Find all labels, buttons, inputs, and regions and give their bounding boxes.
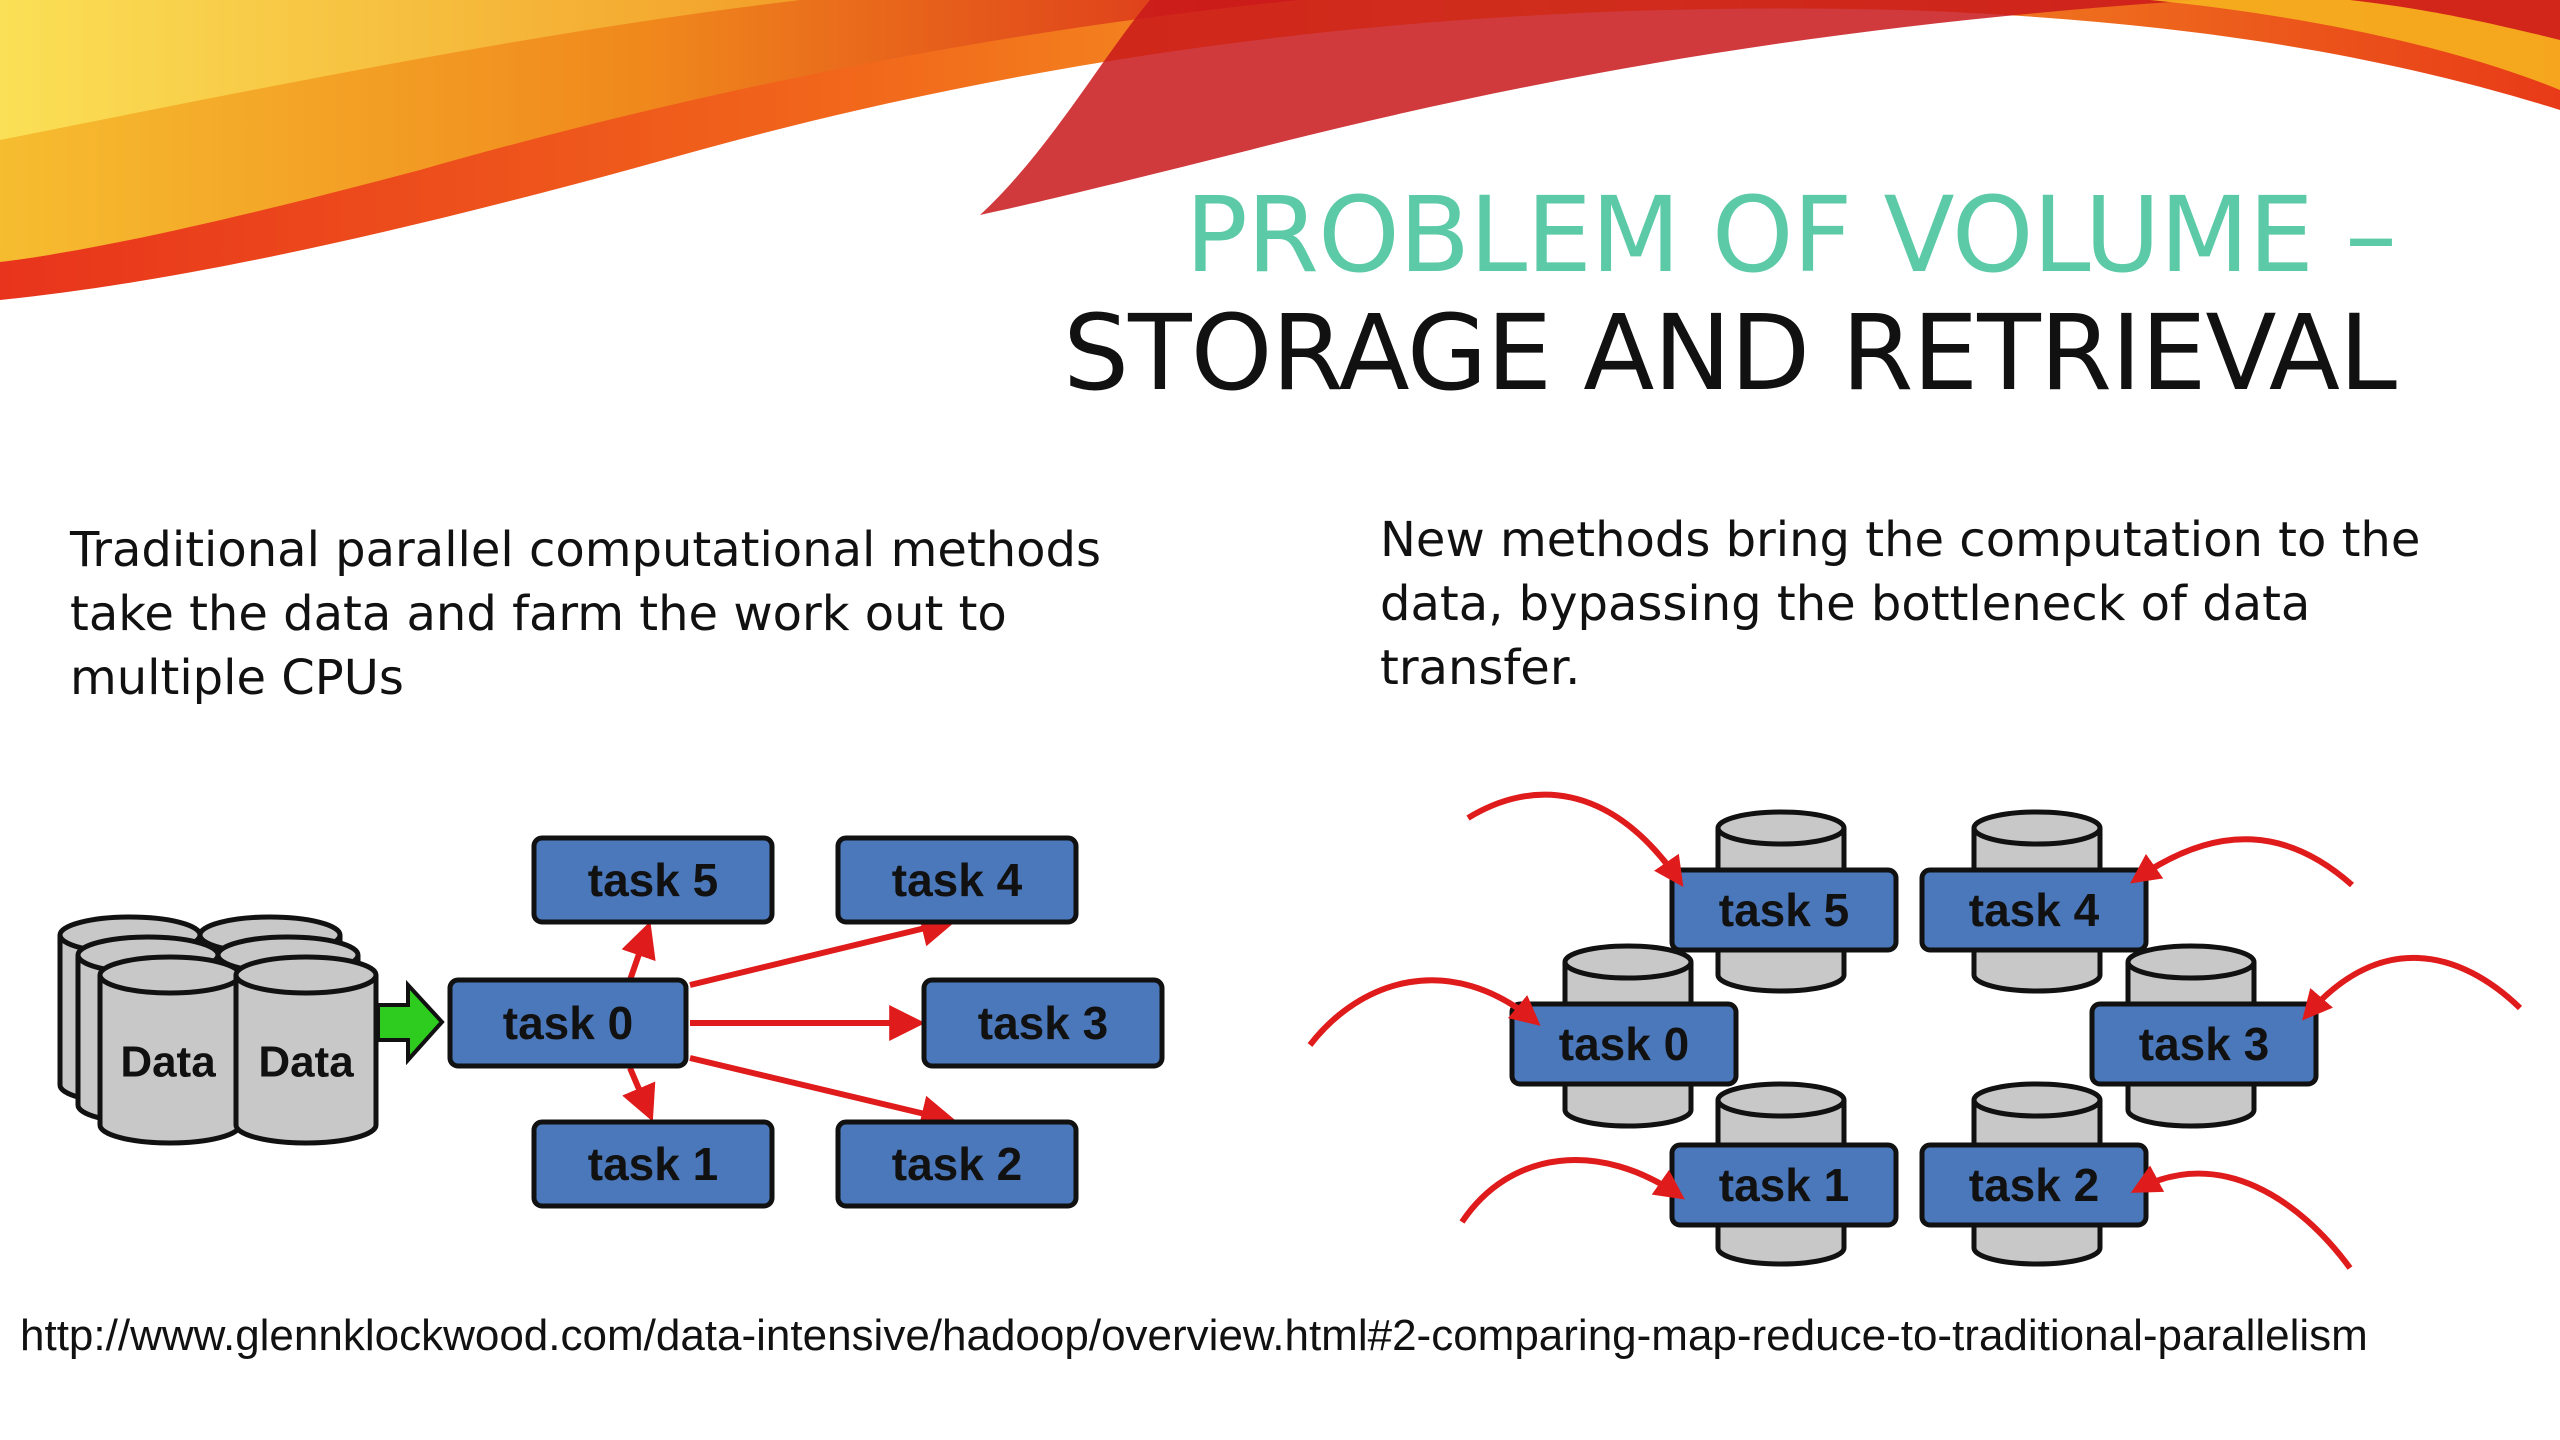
right-task-0-label: task 0 xyxy=(1559,1018,1689,1070)
right-task-2-label: task 2 xyxy=(1969,1159,2099,1211)
left-task-3-label: task 3 xyxy=(978,997,1108,1049)
left-task-0-label: task 0 xyxy=(503,997,633,1049)
right-caption: New methods bring the computation to the… xyxy=(1380,512,2421,696)
left-task-4: task 4 xyxy=(835,835,1079,925)
left-task-4-label: task 4 xyxy=(892,854,1023,906)
left-task-0: task 0 xyxy=(447,977,689,1069)
distribution-arrows xyxy=(621,911,958,1131)
data-label-2: Data xyxy=(258,1038,354,1087)
right-task-4-label: task 4 xyxy=(1969,884,2100,936)
decorative-swoosh xyxy=(0,0,2560,300)
right-node-1: task 1 xyxy=(1669,1081,1899,1267)
right-node-3: task 3 xyxy=(2089,943,2319,1129)
right-node-0: task 0 xyxy=(1509,943,1739,1129)
left-task-5: task 5 xyxy=(531,835,775,925)
right-task-5-label: task 5 xyxy=(1719,884,1849,936)
source-url[interactable]: http://www.glennklockwood.com/data-inten… xyxy=(20,1311,2368,1360)
right-task-3-label: task 3 xyxy=(2139,1018,2269,1070)
right-node-2: task 2 xyxy=(1919,1081,2149,1267)
incoming-computation-arrows xyxy=(1307,791,2523,1270)
title-line-2: STORAGE AND RETRIEVAL xyxy=(1063,292,2397,414)
left-task-1-label: task 1 xyxy=(588,1138,718,1190)
right-node-5: task 5 xyxy=(1669,809,1899,994)
slide-title: PROBLEM OF VOLUME – STORAGE AND RETRIEVA… xyxy=(1063,174,2397,414)
right-task-1-label: task 1 xyxy=(1719,1159,1849,1211)
data-storage-group: Data Data xyxy=(57,914,379,1146)
left-task-1: task 1 xyxy=(531,1119,775,1209)
left-caption: Traditional parallel computational metho… xyxy=(70,522,1101,706)
title-line-1: PROBLEM OF VOLUME – xyxy=(1185,174,2397,296)
left-task-5-label: task 5 xyxy=(588,854,718,906)
left-task-3: task 3 xyxy=(921,977,1165,1069)
comparison-diagram: Data Data task 0 task 5 task 4 task 3 ta… xyxy=(57,791,2523,1270)
right-node-4: task 4 xyxy=(1919,809,2149,994)
left-task-2-label: task 2 xyxy=(892,1138,1022,1190)
left-task-2: task 2 xyxy=(835,1119,1079,1209)
green-arrow-icon xyxy=(376,979,445,1066)
data-label-1: Data xyxy=(120,1038,216,1087)
